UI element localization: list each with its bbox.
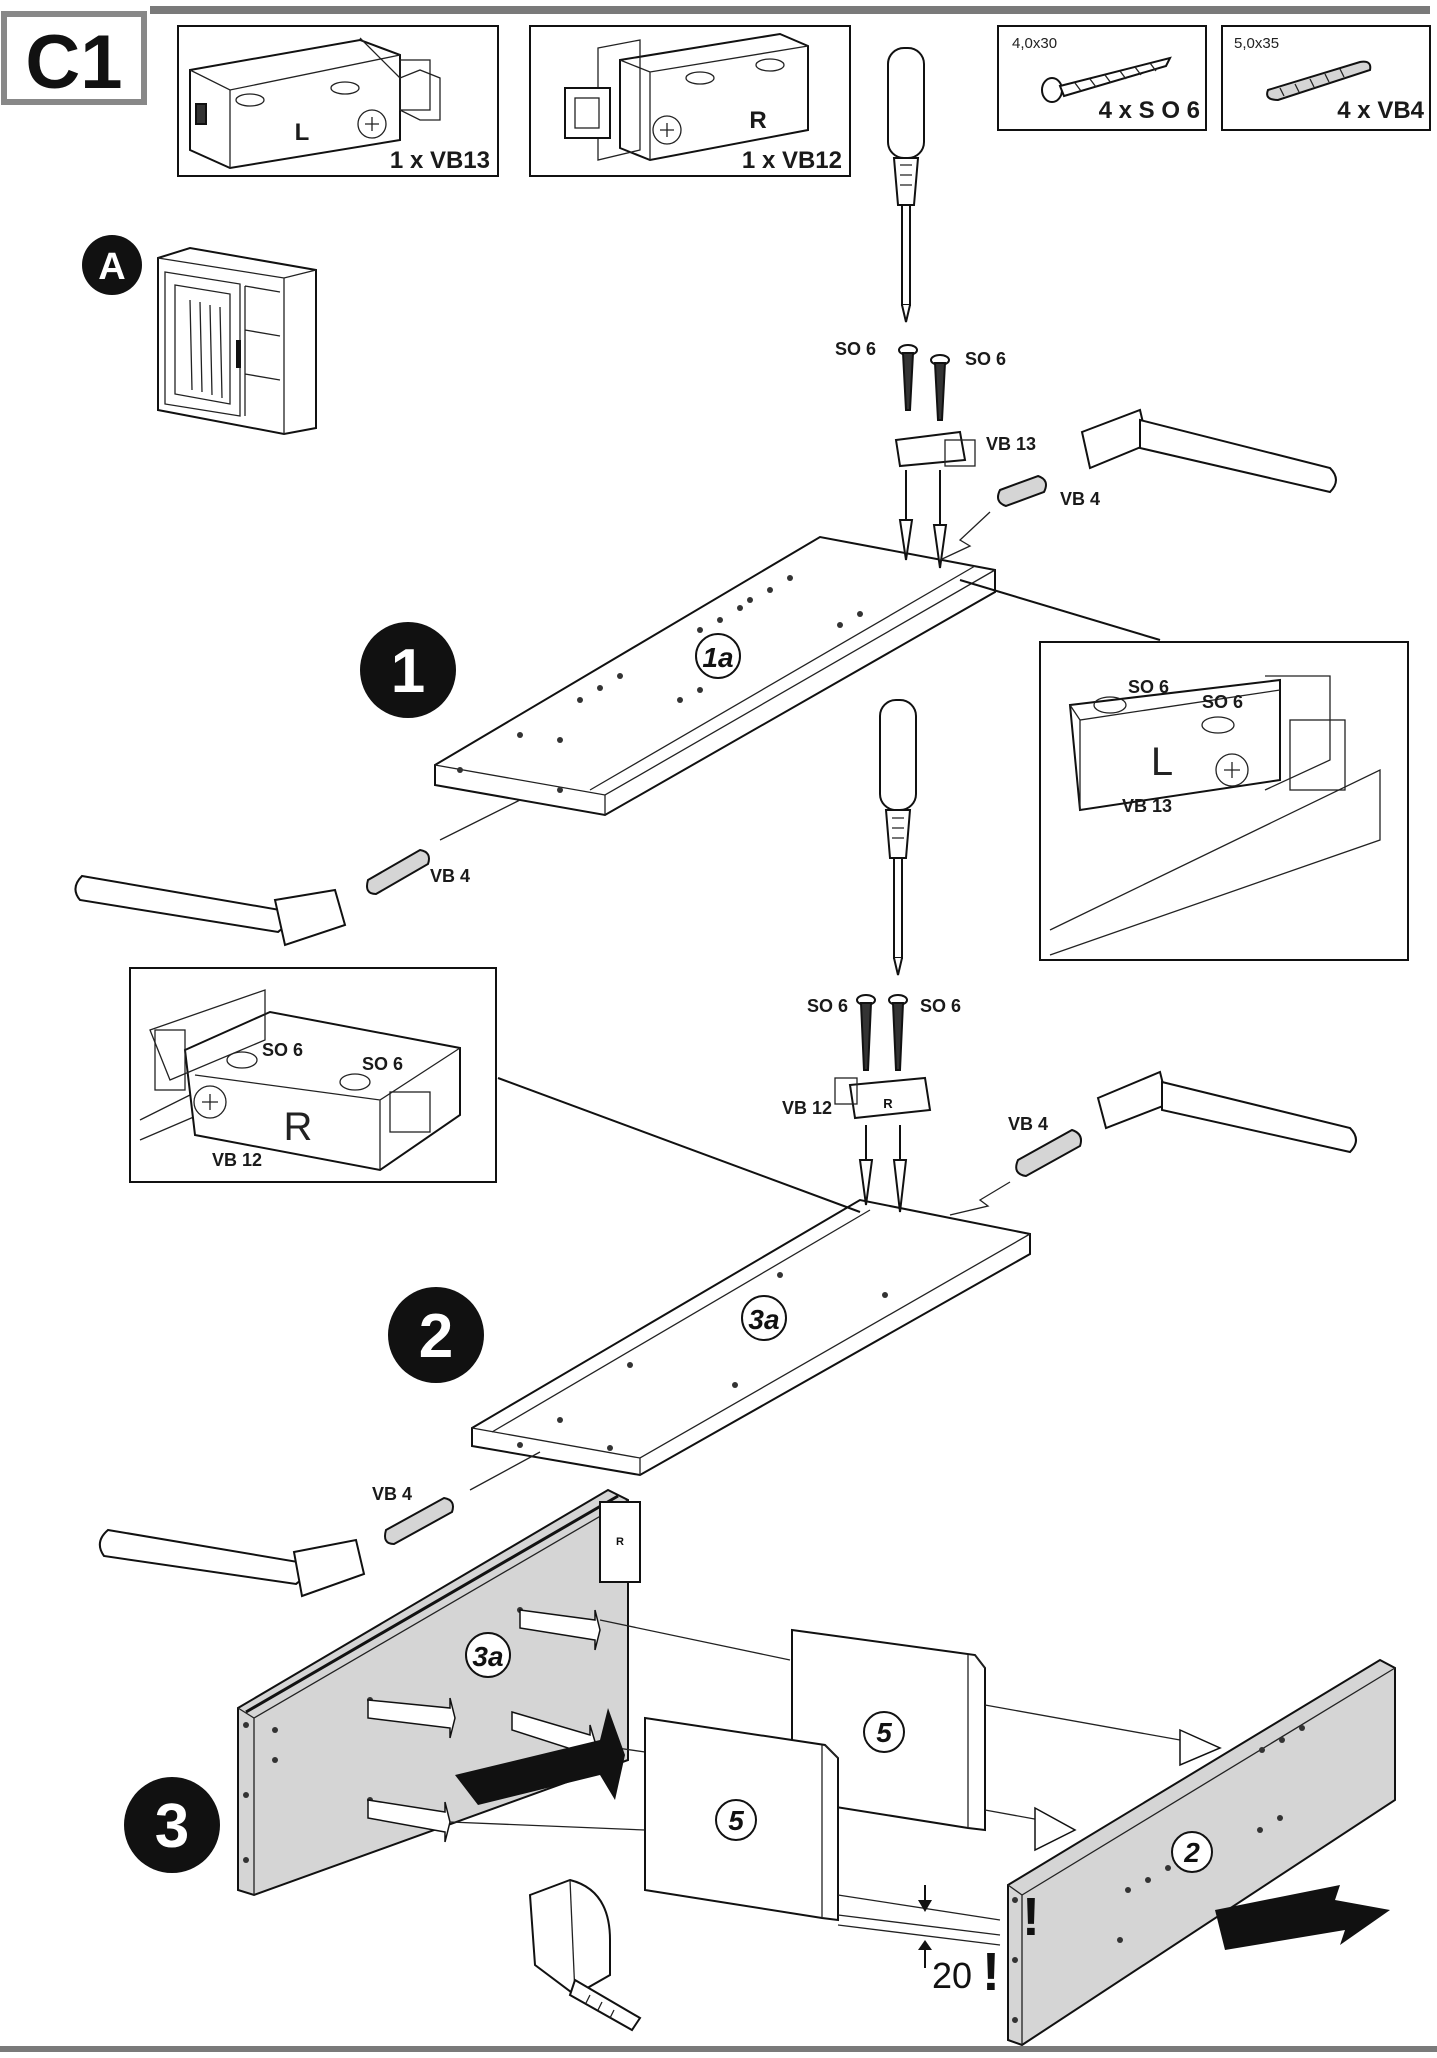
- measurement-value: 20: [932, 1955, 972, 1996]
- warning-mark-left: !: [982, 1942, 1000, 2002]
- detail-1-lock-label: VB 13: [1122, 796, 1172, 816]
- hammer-icon: [98, 1528, 366, 1598]
- screw-icon: [898, 344, 950, 421]
- dowel-icon: [366, 848, 430, 896]
- step-2-number: 2: [419, 1302, 453, 1371]
- step-1-badge: [360, 622, 456, 718]
- step-1-dowel-left-label: VB 4: [430, 866, 470, 886]
- screwdriver-icon: [887, 47, 925, 323]
- screw-icon: [856, 994, 908, 1071]
- push-arrow-icon: [1215, 1885, 1390, 1950]
- vb12-side-letter: R: [749, 107, 766, 134]
- back-panel-3a: [237, 1488, 629, 1897]
- hardware-box-vb4: 5,0x35 4 x VB4: [1221, 25, 1431, 131]
- step-2-screw-right-label: SO 6: [920, 996, 961, 1016]
- overview-cabinet: A: [82, 235, 317, 436]
- screw-icon: [1041, 77, 1063, 103]
- step-1-screw-left-label: SO 6: [835, 339, 876, 359]
- vb4-quantity: 4 x VB4: [1337, 97, 1424, 124]
- section-code: C1: [25, 20, 122, 105]
- tape-measure-icon: [528, 1878, 642, 2032]
- back-panel-3a-label: 3a: [472, 1641, 503, 1672]
- step-2-badge: [388, 1287, 484, 1383]
- measurement-indicator: 20 ! !: [837, 1885, 1040, 2002]
- hammer-icon: [74, 874, 347, 947]
- vb12-quantity: 1 x VB12: [742, 147, 842, 174]
- hardware-box-vb12: R 1 x VB12: [529, 25, 851, 177]
- overview-badge-letter: A: [98, 246, 125, 288]
- detail-2-screw-a-label: SO 6: [262, 1040, 303, 1060]
- step-3-badge: [124, 1777, 220, 1873]
- step-3: 3 R 3a 5 5: [124, 1488, 1396, 2047]
- screwdriver-icon: [879, 699, 917, 976]
- dowel-icon: [1015, 1128, 1082, 1178]
- hammer-icon: [1096, 1070, 1357, 1154]
- step-1: 1 1a SO 6 SO 6: [74, 47, 1409, 961]
- step-3-number: 3: [155, 1792, 189, 1861]
- lock-vb12: [848, 1076, 932, 1120]
- detail-1-screw-a-label: SO 6: [1128, 677, 1169, 697]
- lock-vb13: [894, 430, 967, 468]
- side-panel-2-label: 2: [1183, 1837, 1200, 1868]
- so6-quantity: 4 x S O 6: [1099, 97, 1200, 124]
- step-1-lock-label: VB 13: [986, 434, 1036, 454]
- hardware-box-so6: 4,0x30 4 x S O 6: [997, 25, 1207, 131]
- detail-1-side-letter: L: [1151, 740, 1173, 784]
- panel-3a-label: 3a: [748, 1304, 779, 1335]
- so6-size: 4,0x30: [1012, 35, 1057, 52]
- step-2-lock-letter: R: [883, 1096, 893, 1111]
- shelf-5-top-label: 5: [876, 1717, 892, 1748]
- dowel-icon: [384, 1496, 454, 1546]
- hammer-icon: [1080, 408, 1337, 494]
- section-badge: C1: [1, 11, 147, 105]
- overview-badge: [82, 235, 142, 295]
- detail-1-screw-b-label: SO 6: [1202, 692, 1243, 712]
- panel-3a: [471, 1198, 1031, 1477]
- warning-mark-right: !: [1022, 1887, 1040, 1947]
- dowel-icon: [1266, 60, 1372, 102]
- step-1-dowel-right-label: VB 4: [1060, 489, 1100, 509]
- detail-box-vb12: SO 6 SO 6 R VB 12: [129, 967, 861, 1213]
- vb13-quantity: 1 x VB13: [390, 147, 490, 174]
- step-2-dowel-left-label: VB 4: [372, 1484, 412, 1504]
- detail-2-side-letter: R: [284, 1105, 313, 1149]
- step-1-screw-right-label: SO 6: [965, 349, 1006, 369]
- top-rule: [150, 6, 1430, 14]
- step-2-screw-left-label: SO 6: [807, 996, 848, 1016]
- bottom-rule: [0, 2046, 1437, 2052]
- detail-2-screw-b-label: SO 6: [362, 1054, 403, 1074]
- step-1-number: 1: [391, 637, 425, 706]
- vb13-side-letter: L: [295, 119, 310, 146]
- dowel-icon: [997, 474, 1047, 508]
- step-2-lock-label: VB 12: [782, 1098, 832, 1118]
- shelf-5-bottom-label: 5: [728, 1805, 744, 1836]
- push-arrow-icon: [455, 1708, 625, 1805]
- detail-box-vb13: SO 6 SO 6 L VB 13: [959, 579, 1409, 961]
- panel-1a-label: 1a: [702, 642, 733, 673]
- hardware-box-vb13: L 1 x VB13: [177, 25, 499, 177]
- detail-2-lock-label: VB 12: [212, 1150, 262, 1170]
- step-2: 2 3a SO 6 SO 6 R V: [98, 699, 1357, 1598]
- vb4-size: 5,0x35: [1234, 35, 1279, 52]
- step-2-dowel-right-label: VB 4: [1008, 1114, 1048, 1134]
- svg-text:R: R: [616, 1536, 624, 1548]
